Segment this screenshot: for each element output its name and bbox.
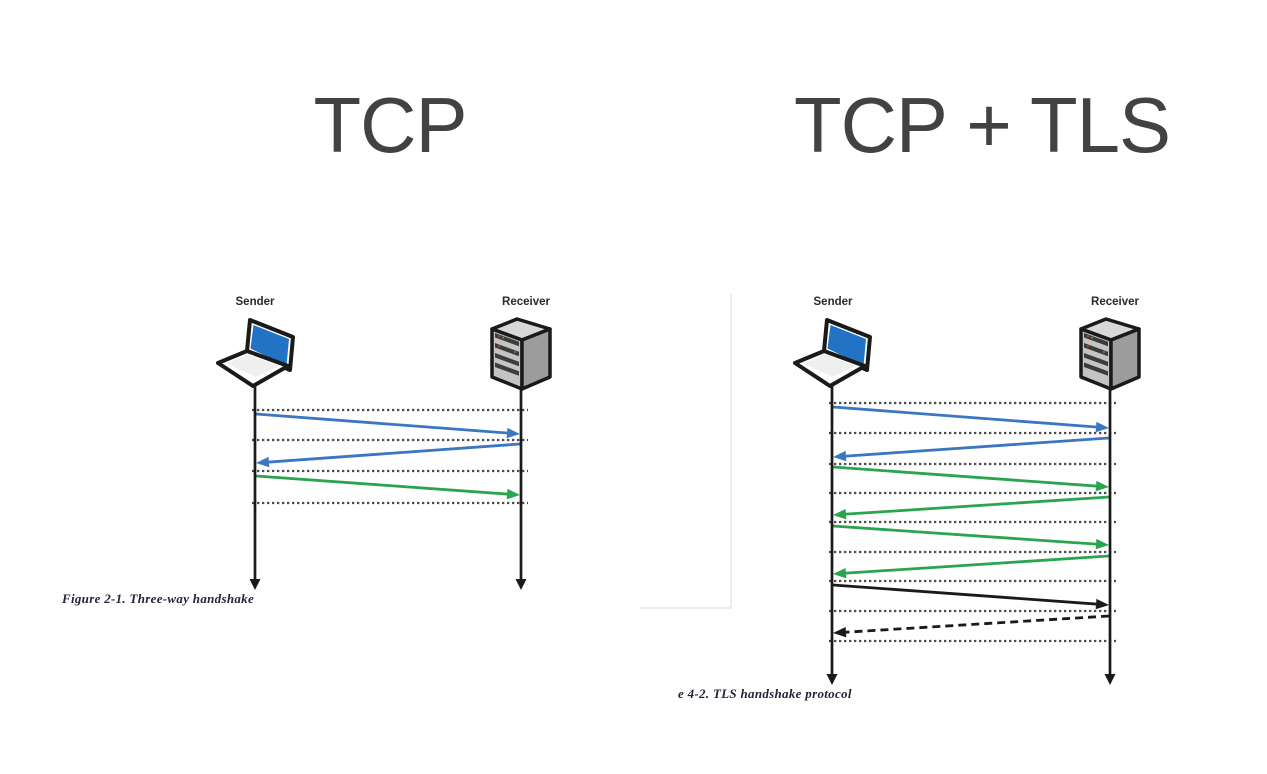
receiver-lifeline-arrowhead	[515, 579, 527, 590]
laptop-icon	[793, 318, 872, 388]
message-arrow-black-left	[845, 614, 1110, 634]
server-icon	[1079, 317, 1141, 391]
tcp-figure-caption: Figure 2-1. Three-way handshake	[62, 591, 255, 606]
sender-lifeline-arrowhead	[826, 674, 838, 685]
page-edge-vertical-divider	[730, 294, 732, 608]
page-edge-bottom-line	[640, 607, 732, 609]
message-arrow-blue-left	[845, 436, 1110, 458]
message-arrowhead	[1095, 598, 1109, 610]
left-panel-title: TCP	[313, 81, 468, 169]
message-arrow-green-right	[255, 474, 508, 496]
laptop-icon	[216, 318, 295, 388]
message-arrowhead	[833, 508, 847, 520]
tls-figure-caption: e 4-2. TLS handshake protocol	[678, 686, 852, 701]
receiver-lifeline-arrowhead	[1104, 674, 1116, 685]
sender-lifeline-arrowhead	[249, 579, 261, 590]
right-panel-title: TCP + TLS	[793, 81, 1171, 169]
message-arrow-blue-left	[268, 442, 521, 464]
message-arrowhead	[833, 567, 847, 579]
message-arrow-green-right	[832, 465, 1097, 488]
diagram-tls-handshake-protocol	[793, 317, 1141, 685]
message-arrow-blue-right	[255, 412, 508, 435]
tcp-sender-label: Sender	[235, 296, 275, 308]
tls-sender-label: Sender	[813, 296, 853, 308]
message-arrowhead	[1095, 538, 1109, 550]
message-arrowhead	[506, 427, 520, 439]
message-arrowhead	[256, 456, 270, 468]
server-icon	[490, 317, 552, 391]
message-arrowhead	[833, 450, 847, 462]
message-arrowhead	[506, 488, 520, 500]
diagram-tcp-three-way-handshake	[216, 317, 552, 590]
message-arrow-green-right	[832, 524, 1097, 546]
message-arrowhead	[833, 627, 847, 638]
message-arrow-green-left	[845, 554, 1110, 575]
message-arrowhead	[1095, 421, 1109, 433]
tls-receiver-label: Receiver	[1091, 296, 1139, 308]
tcp-receiver-label: Receiver	[502, 296, 550, 308]
message-arrow-green-left	[845, 495, 1110, 516]
message-arrow-blue-right	[832, 405, 1097, 429]
message-arrow-black-right	[832, 583, 1097, 606]
message-arrowhead	[1095, 480, 1109, 492]
